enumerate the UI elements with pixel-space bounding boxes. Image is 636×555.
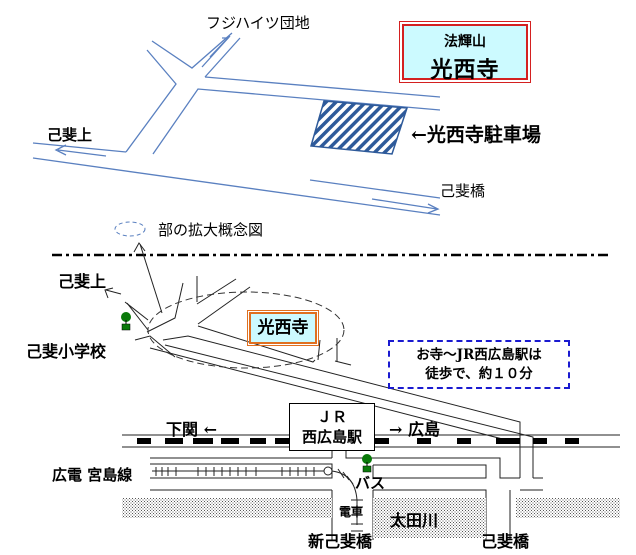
tram-label: 電車 <box>339 505 364 519</box>
lower-roads <box>104 242 620 540</box>
koibashi-label: 己斐橋 <box>481 532 530 551</box>
walk-info-box: お寺～JR西広島駅は 徒歩で、約１０分 <box>388 340 570 389</box>
jr-track-dashes <box>137 438 579 444</box>
to-fuji-heights-label: フジハイツ団地 <box>206 14 310 32</box>
upper-roads <box>32 32 441 216</box>
hiroshima-label: → 広島 <box>389 420 440 439</box>
upper-koikami-label: 己斐上 <box>47 126 93 144</box>
legend-label: 部の拡大概念図 <box>158 221 264 239</box>
walk-info-line1: お寺～JR西広島駅は <box>416 347 542 363</box>
mountain-name: 法輝山 <box>444 34 486 50</box>
upper-koibashi-label: 己斐橋 <box>440 182 486 200</box>
bus-stop-marker <box>362 454 372 473</box>
hiroden-label: 広電 宮島線 <box>52 466 133 484</box>
river-label: 太田川 <box>390 511 439 530</box>
legend-ellipse <box>114 221 146 237</box>
parking-label: ←光西寺駐車場 <box>411 124 541 146</box>
bus-label: バス <box>355 474 386 492</box>
river-areas <box>122 498 620 538</box>
parking-lot <box>310 100 409 155</box>
station-line2: 西広島駅 <box>301 428 362 446</box>
temple-title-box: 法輝山 光西寺 <box>399 21 531 83</box>
temple-name: 光西寺 <box>430 57 500 83</box>
enlarged-area-ellipse <box>147 291 345 369</box>
temple-marker: 光西寺 <box>247 310 319 346</box>
school-label: 己斐小学校 <box>26 342 107 361</box>
tram-ticks <box>155 467 363 532</box>
shimonoseki-label: 下関 ← <box>166 420 217 439</box>
new-koibashi-label: 新己斐橋 <box>308 532 373 551</box>
lower-koikami-label: 己斐上 <box>58 272 107 291</box>
walk-info-line2: 徒歩で、約１０分 <box>425 366 533 382</box>
jr-station-box: ＪＲ 西広島駅 <box>289 403 375 451</box>
school-stop-marker <box>121 312 131 331</box>
station-line1: ＪＲ <box>316 408 347 426</box>
